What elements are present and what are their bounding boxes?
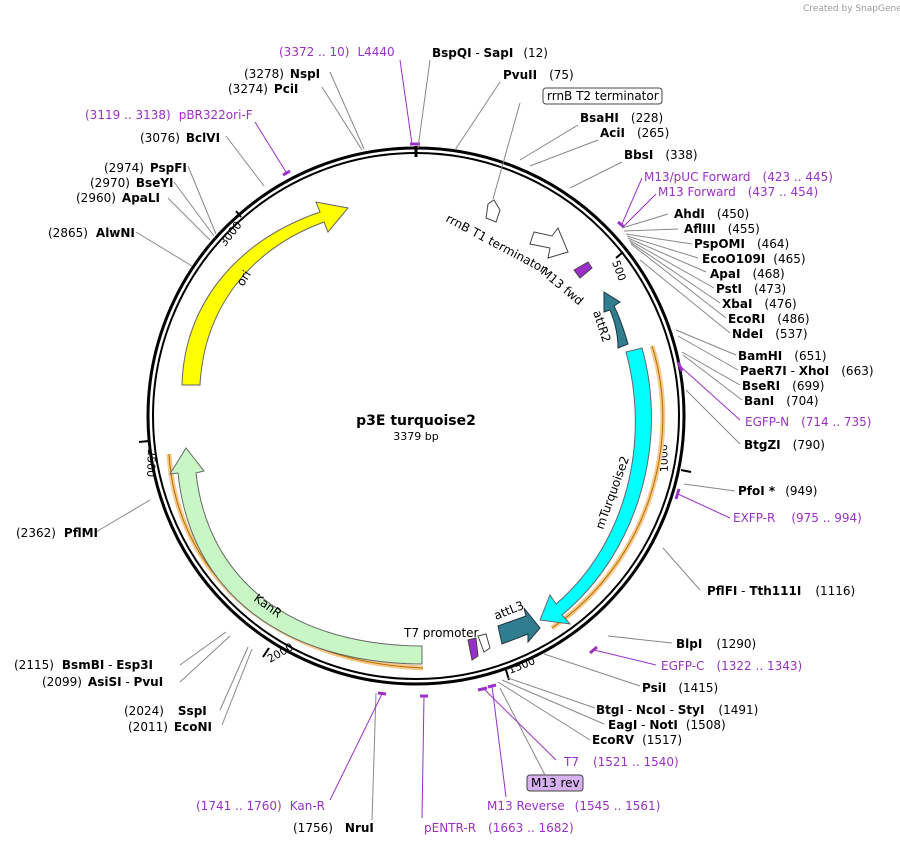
site-ahdi[interactable]: AhdI(450): [674, 207, 749, 221]
tick-1000-mark: [680, 469, 692, 473]
tick-2000-mark: [262, 647, 270, 658]
site-bspqi[interactable]: BspQI - SapI(12): [432, 46, 548, 60]
site-pspfi[interactable]: (2974)PspFI: [104, 161, 187, 175]
enzyme-leaders: [95, 59, 743, 821]
egfpc-mark: [589, 645, 598, 655]
t7-promoter-arrow[interactable]: [477, 633, 491, 653]
primer-l4440[interactable]: (3372 .. 10)L4440: [279, 45, 395, 59]
site-ecorv[interactable]: EcoRV(1517): [592, 733, 682, 747]
plasmid-title: p3E turquoise2: [356, 413, 476, 429]
site-econi[interactable]: (2011)EcoNI: [128, 720, 212, 734]
t7-mark: [477, 686, 488, 692]
tick-3000-mark: [235, 210, 242, 218]
site-btgi[interactable]: BtgI - NcoI - StyI(1491): [596, 703, 758, 717]
site-xbai[interactable]: XbaI(476): [722, 297, 797, 311]
site-bamhi[interactable]: BamHI(651): [738, 349, 827, 363]
site-pspomi[interactable]: PspOMI(464): [694, 237, 789, 251]
rrnb-t2-label: rrnB T2 terminator: [547, 89, 659, 103]
site-pvuii[interactable]: PvuII(75): [503, 68, 574, 82]
site-ndei[interactable]: NdeI(537): [732, 327, 808, 341]
tick-500: 500: [609, 259, 628, 283]
m13-fwd-arrow[interactable]: [573, 261, 593, 279]
m13puc-mark: [617, 220, 625, 229]
pbr322-mark: [282, 169, 291, 177]
site-psti[interactable]: PstI(473): [716, 282, 786, 296]
site-apali[interactable]: (2960)ApaLI: [76, 191, 160, 205]
site-pfoi[interactable]: PfoI *(949): [738, 484, 817, 498]
tick-1500: 1500: [506, 654, 537, 677]
ori-arrow[interactable]: [181, 201, 349, 386]
kanr-arrow[interactable]: [169, 447, 423, 665]
site-afliii[interactable]: AflIII(455): [684, 222, 760, 236]
primer-pbr322[interactable]: (3119 .. 3138)pBR322ori-F: [85, 108, 253, 122]
primer-m13fwd[interactable]: M13 Forward(437 .. 454): [658, 185, 818, 199]
primer-m13puc[interactable]: M13/pUC Forward(423 .. 445): [644, 170, 833, 184]
site-apai[interactable]: ApaI(468): [710, 267, 785, 281]
site-eco0109i[interactable]: EcoO109I(465): [702, 252, 806, 266]
site-psii[interactable]: PsiI(1415): [642, 681, 718, 695]
primer-egfpn[interactable]: EGFP-N(714 .. 735): [745, 415, 872, 429]
site-bsahi[interactable]: BsaHI(228): [580, 111, 663, 125]
m13-rev-primer-mark[interactable]: [467, 637, 479, 661]
mturquoise2-arrow[interactable]: [539, 347, 652, 625]
site-pflfi[interactable]: PflFI - Tth111I(1116): [707, 584, 855, 598]
primer-exfpr[interactable]: EXFP-R(975 .. 994): [733, 511, 862, 525]
kanr-primer-mark: [377, 691, 387, 696]
site-sspi[interactable]: (2024)SspI: [124, 704, 207, 718]
site-pcii[interactable]: (3274)PciI: [228, 82, 298, 96]
site-pflmi[interactable]: (2362)PflMI: [16, 526, 98, 540]
tick-2500: 2500: [144, 449, 158, 477]
site-asisi[interactable]: (2099)AsiSI - PvuI: [42, 675, 163, 689]
primer-marks: [282, 142, 684, 698]
site-bbsi[interactable]: BbsI(338): [624, 148, 698, 162]
site-paer7i[interactable]: PaeR7I - XhoI(663): [740, 364, 874, 378]
tick-2500-mark: [138, 440, 150, 443]
primer-labels: (3372 .. 10)L4440 (3119 .. 3138)pBR322or…: [85, 45, 872, 835]
site-ecori[interactable]: EcoRI(486): [728, 312, 810, 326]
rrnb-t2-box: [542, 87, 663, 105]
rrnb-t2-arrow[interactable]: [485, 199, 501, 223]
primer-egfpc[interactable]: EGFP-C(1322 .. 1343): [661, 659, 802, 673]
tick-500-mark: [615, 251, 624, 259]
site-nrui[interactable]: (1756)NruI: [293, 821, 374, 835]
site-nspi[interactable]: (3278)NspI: [244, 67, 320, 81]
exfpr-mark: [674, 488, 681, 500]
t7-promoter-label: T7 promoter: [403, 626, 479, 640]
tick-2000: 2000: [265, 640, 296, 665]
site-btgzi[interactable]: BtgZI(790): [744, 438, 825, 452]
site-acii[interactable]: AciI(265): [600, 126, 669, 140]
attl3-arrow[interactable]: [497, 607, 541, 645]
rrnb-t1-arrow[interactable]: [529, 227, 569, 259]
primer-pentr[interactable]: pENTR-R(1663 .. 1682): [424, 821, 574, 835]
site-bseri[interactable]: BseRI(699): [742, 379, 824, 393]
primer-m13rev[interactable]: M13 Reverse(1545 .. 1561): [487, 799, 660, 813]
m13-rev-label: M13 rev: [531, 776, 580, 790]
m13-rev-badge: [526, 774, 584, 792]
mturquoise-orf-line: [551, 345, 664, 629]
primer-t7[interactable]: T7(1521 .. 1540): [563, 755, 679, 769]
rrnb-t2-leader: [492, 102, 521, 200]
site-bani[interactable]: BanI(704): [744, 394, 819, 408]
m13-rev-leader: [499, 687, 546, 776]
site-alwni[interactable]: (2865)AlwNI: [48, 226, 135, 240]
site-bsmbi[interactable]: (2115)BsmBI - Esp3I: [14, 658, 153, 672]
primer-leaders: [254, 59, 741, 819]
primer-kanr[interactable]: (1741 .. 1760)Kan-R: [196, 799, 325, 813]
site-bclvi[interactable]: (3076)BclVI: [140, 131, 220, 145]
site-blpi[interactable]: BlpI(1290): [676, 637, 756, 651]
plasmid-length: 3379 bp: [393, 430, 438, 443]
attr2-label: attR2: [590, 309, 613, 344]
site-eagi[interactable]: EagI - NotI(1508): [608, 718, 726, 732]
enzyme-labels: BspQI - SapI(12) PvuII(75) BsaHI(228) Ac…: [14, 46, 874, 835]
snapgene-credit: Created by SnapGene: [803, 4, 900, 14]
attr2-arrow[interactable]: [603, 291, 629, 349]
site-bseyi[interactable]: (2970)BseYI: [90, 176, 174, 190]
